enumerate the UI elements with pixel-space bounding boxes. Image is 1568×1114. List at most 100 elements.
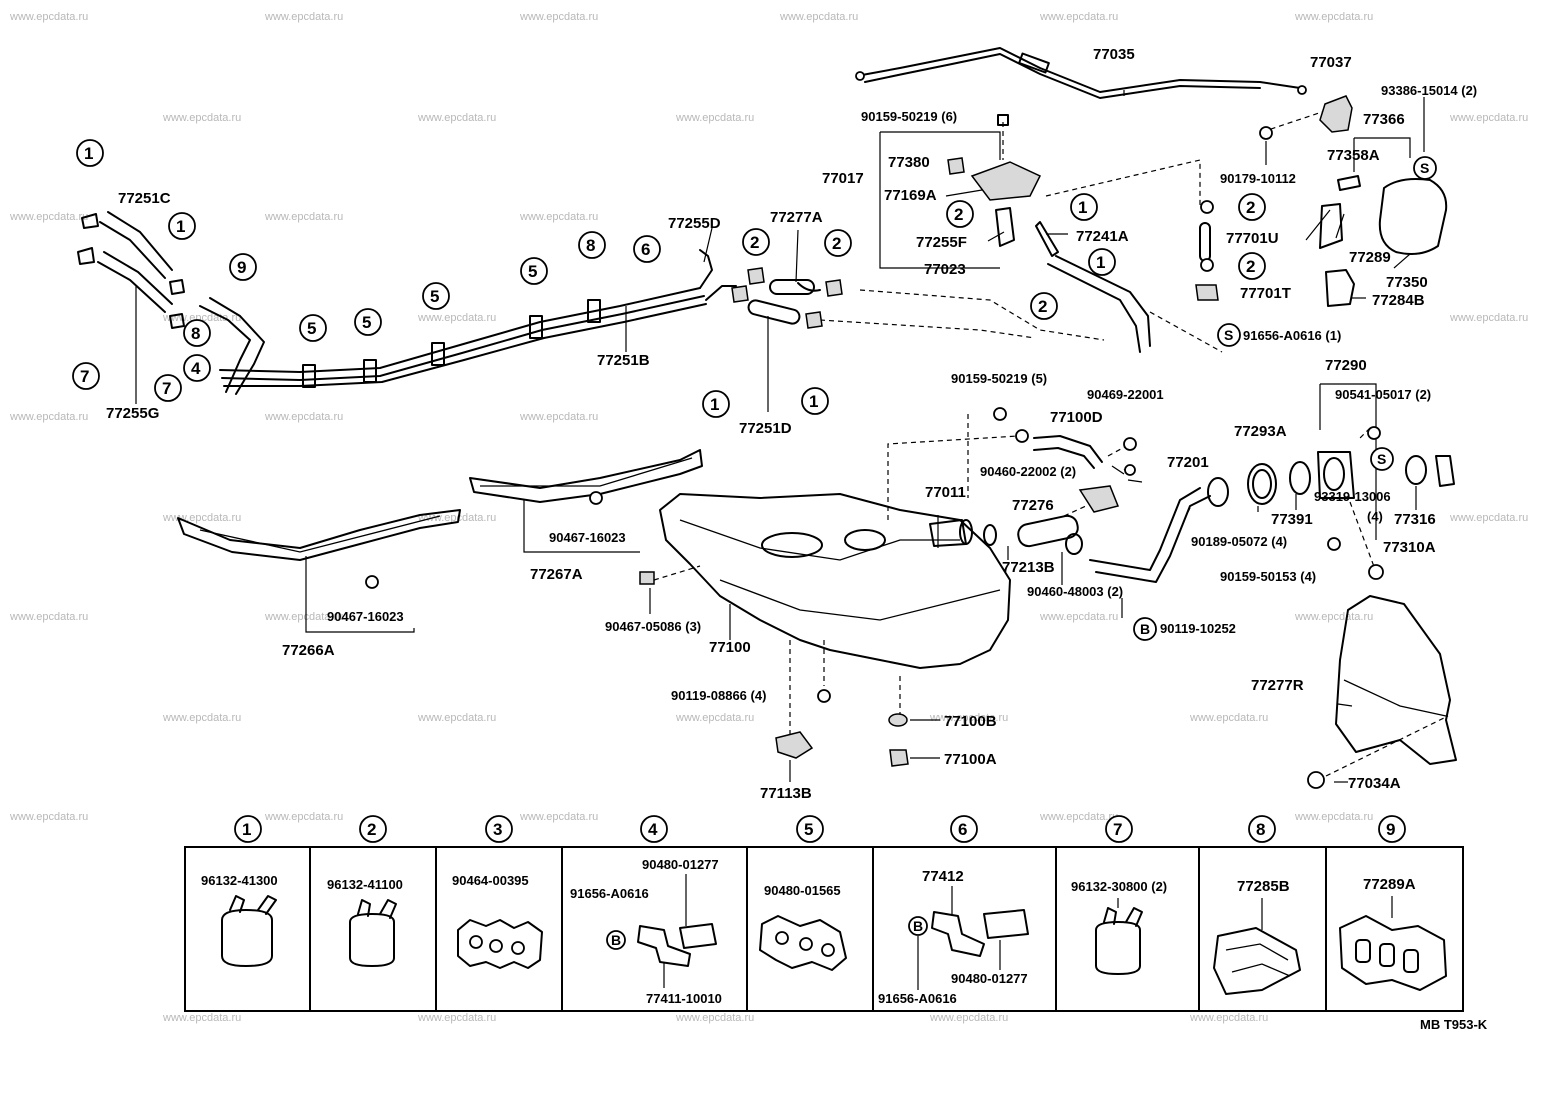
part-label: 77255F (916, 234, 967, 251)
part-label: 77266A (282, 642, 335, 659)
watermark: www.epcdata.ru (417, 312, 496, 324)
leader-line (1393, 253, 1411, 269)
part-label: 91656-A0616 (1) (1243, 328, 1341, 343)
callout-2: 2 (1238, 193, 1266, 221)
legend-head-4: 4 (640, 815, 668, 843)
bracket-leader (1353, 137, 1411, 172)
watermark: www.epcdata.ru (417, 712, 496, 724)
watermark: www.epcdata.ru (417, 512, 496, 524)
callout-s: S (1413, 156, 1437, 180)
part-label: 77011 (925, 484, 966, 501)
vent-hose-icon (1033, 435, 1103, 463)
pump-opening-icon (844, 529, 886, 551)
clamp-icon (805, 311, 823, 329)
watermark: www.epcdata.ru (264, 611, 343, 623)
legend-head-7: 7 (1105, 815, 1133, 843)
legend-part: 90480-01277 (642, 857, 719, 872)
fuel-line (223, 303, 707, 387)
tank-band-detail (199, 515, 441, 553)
part-label: 77213B (1002, 559, 1055, 576)
part-label: 77100D (1050, 409, 1103, 426)
legend-part: 77412 (922, 868, 964, 885)
clamp-icon (1200, 200, 1214, 214)
watermarks: www.epcdata.ru www.epcdata.ru www.epcdat… (9, 11, 1528, 1024)
part-label: 77366 (1363, 111, 1405, 128)
part-label: 90179-10112 (1220, 171, 1296, 186)
watermark: www.epcdata.ru (929, 712, 1008, 724)
callout-5: 5 (299, 314, 327, 342)
part-label: 90159-50219 (6) (861, 109, 957, 124)
legend-part: 90464-00395 (452, 873, 529, 888)
svg-text:5: 5 (430, 287, 439, 306)
lid-opener-icon (1319, 95, 1353, 133)
svg-text:1: 1 (710, 395, 719, 414)
dashed-guide (819, 319, 1036, 339)
svg-text:2: 2 (750, 233, 759, 252)
fuel-lid-icon (1378, 178, 1448, 255)
dashed-guide (1063, 505, 1087, 517)
clamp-icon (825, 279, 843, 297)
hose-icon (797, 282, 821, 292)
diagram-code: MB T953-K (1420, 1017, 1488, 1032)
vent-hose-icon (1199, 222, 1211, 262)
watermark: www.epcdata.ru (162, 1012, 241, 1024)
dashed-guide (1045, 159, 1201, 205)
hose-clamp-icon (349, 899, 397, 967)
legend-head-6: 6 (950, 815, 978, 843)
clamp-icon (747, 267, 765, 285)
nut-icon (365, 575, 379, 589)
watermark: www.epcdata.ru (675, 1012, 754, 1024)
svg-text:2: 2 (1246, 198, 1255, 217)
callout-2: 2 (1238, 252, 1266, 280)
clip-icon (169, 279, 185, 295)
part-label: 77023 (924, 261, 966, 278)
sender-tube-icon (995, 207, 1015, 247)
tank-band-icon (177, 509, 461, 561)
part-label: 77277R (1251, 677, 1304, 694)
svg-text:1: 1 (242, 820, 251, 839)
part-label: 77289 (1349, 249, 1391, 266)
filler-cap-ring-icon (1247, 463, 1277, 505)
callout-2: 2 (1030, 292, 1058, 320)
gasket-icon (1289, 461, 1311, 495)
fuel-tank-icon (659, 493, 1011, 669)
part-label: 93319-13006 (1314, 489, 1391, 504)
watermark: www.epcdata.ru (264, 811, 343, 823)
pump-seal-ring (959, 519, 973, 545)
clip-icon (77, 247, 95, 265)
line-art (77, 47, 1457, 789)
watermark: www.epcdata.ru (1449, 512, 1528, 524)
watermark: www.epcdata.ru (1039, 611, 1118, 623)
legend-head-9: 9 (1378, 815, 1406, 843)
hose-clamp-icon (1095, 898, 1143, 975)
svg-text:1: 1 (1078, 198, 1087, 217)
svg-text:1: 1 (1096, 253, 1105, 272)
watermark: www.epcdata.ru (1294, 811, 1373, 823)
part-label: 90159-50153 (4) (1220, 569, 1316, 584)
svg-text:5: 5 (804, 820, 813, 839)
svg-text:2: 2 (832, 234, 841, 253)
svg-text:5: 5 (307, 319, 316, 338)
callout-7: 7 (154, 374, 182, 402)
part-labels: 77035 77037 93386-15014 (2) 90159-50219 … (106, 46, 1477, 802)
part-label: 90469-22001 (1087, 387, 1164, 402)
leader-line (1187, 507, 1191, 513)
svg-text:6: 6 (958, 820, 967, 839)
vent-pipe-icon (1047, 263, 1141, 353)
lid-lock-icon (1325, 269, 1355, 307)
dashed-guide (887, 435, 1019, 520)
callout-7: 7 (72, 362, 100, 390)
part-label: 77310A (1383, 539, 1436, 556)
part-label: 90159-50219 (5) (951, 371, 1047, 386)
part-label: 77169A (884, 187, 937, 204)
part-label: 90467-16023 (549, 530, 626, 545)
filler-pipe-icon (1089, 487, 1201, 571)
fuel-line-end (199, 305, 251, 393)
svg-text:B: B (1140, 621, 1150, 637)
watermark: www.epcdata.ru (929, 1012, 1008, 1024)
legend-head-5: 5 (796, 815, 824, 843)
grommet-icon (1405, 455, 1427, 485)
nut-icon (589, 491, 603, 505)
part-label: 77255D (668, 215, 721, 232)
callout-1: 1 (801, 387, 829, 415)
